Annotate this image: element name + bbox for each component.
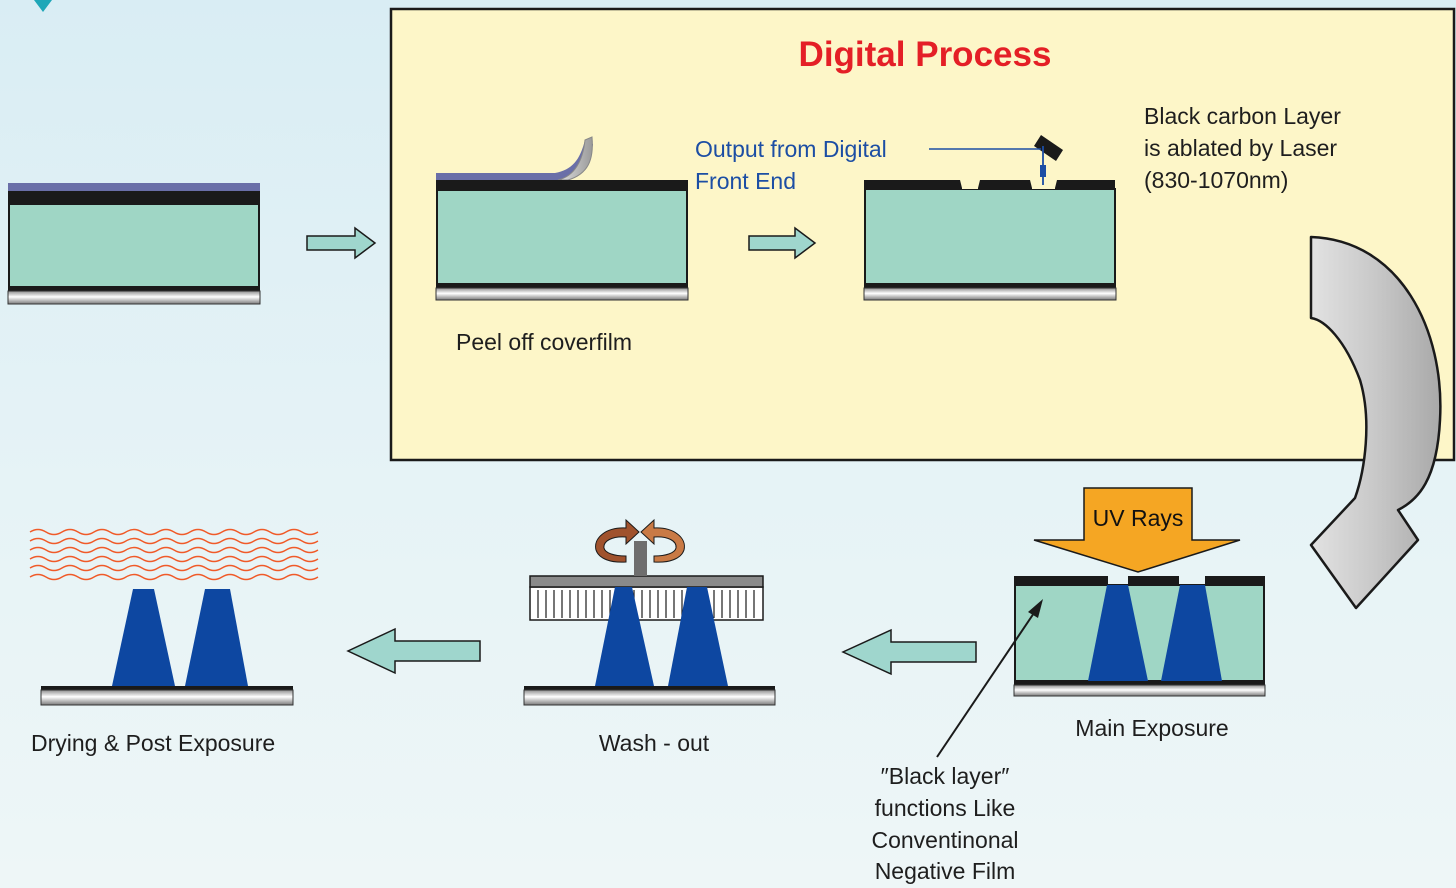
black-layer-note-line-2: functions Like [874, 795, 1016, 821]
curved-down-arrow [1309, 235, 1442, 610]
peel-off-label: Peel off coverfilm [456, 329, 632, 355]
plate-with-coverfilm [7, 183, 261, 305]
left-arrow-2 [346, 627, 481, 675]
heat-waves [29, 528, 319, 581]
right-arrow-1 [306, 226, 377, 260]
black-layer-pointer [936, 599, 1043, 758]
laser-head-icon [1034, 135, 1063, 185]
right-arrow-2 [748, 226, 817, 260]
output-label-line-2: Front End [695, 168, 796, 194]
black-layer-note-line-4: Negative Film [874, 858, 1016, 884]
plate-wash-out [523, 541, 776, 706]
digital-process-title: Digital Process [798, 35, 1052, 74]
corner-diamond-icon [34, 0, 52, 12]
black-layer-note-line-1: ″Black layer″ [880, 763, 1010, 789]
uv-rays-arrow [1033, 487, 1241, 573]
plate-main-exposure [1013, 576, 1266, 697]
ablation-label-line-1: Black carbon Layer [1144, 103, 1341, 129]
black-layer-note-line-3: Conventinonal [871, 827, 1019, 853]
wash-out-label: Wash - out [598, 730, 710, 756]
plate-drying [40, 589, 294, 706]
output-label-line-1: Output from Digital [695, 136, 887, 162]
uv-rays-label: UV Rays [1092, 505, 1184, 531]
ablation-label-line-3: (830-1070nm) [1144, 167, 1289, 193]
plate-peel-coverfilm [435, 136, 689, 301]
drying-label: Drying & Post Exposure [31, 730, 276, 756]
plate-laser-ablation [863, 180, 1117, 301]
left-arrow-1 [841, 628, 977, 676]
ablation-label-line-2: is ablated by Laser [1144, 135, 1338, 161]
rotation-arrows-icon [595, 518, 685, 563]
main-exposure-label: Main Exposure [1075, 715, 1229, 741]
